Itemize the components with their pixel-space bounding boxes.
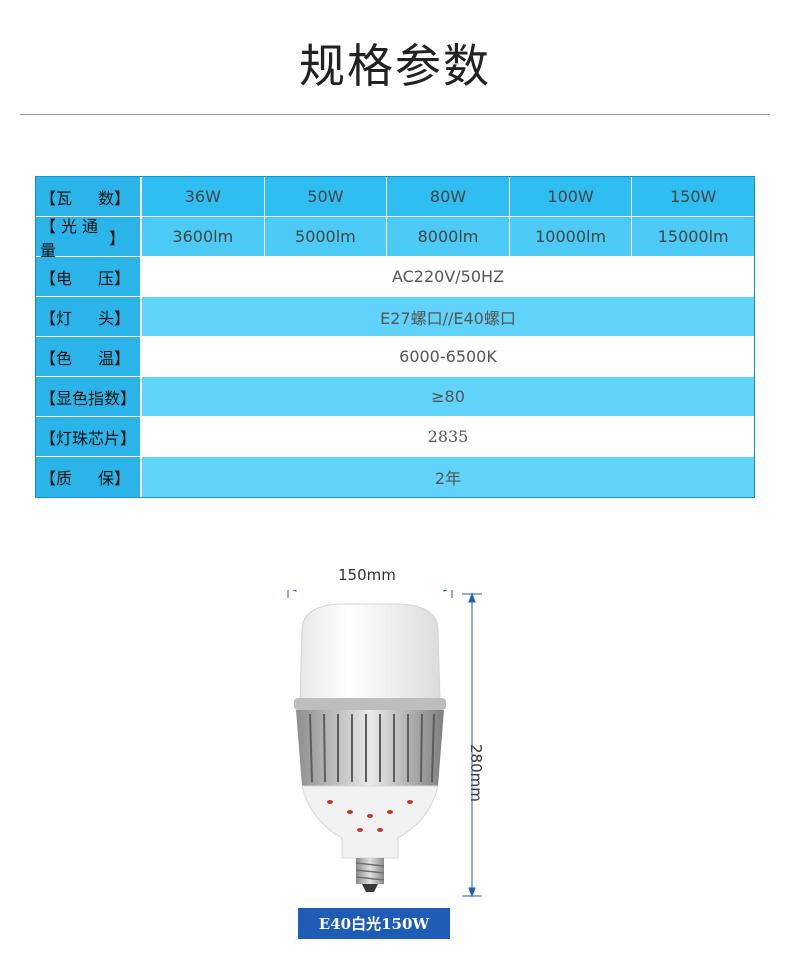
- spec-row-chip: 【灯珠芯片】 2835: [36, 417, 754, 457]
- spec-label-warranty: 【质保】: [36, 457, 142, 497]
- spec-value-cri: ≥80: [431, 387, 465, 406]
- spec-value-chip: 2835: [427, 427, 469, 446]
- spec-row-color-temp: 【色温】 6000-6500K: [36, 337, 754, 377]
- spec-cell: 15000lm: [657, 227, 729, 246]
- dimension-width-line: [287, 590, 453, 598]
- dimension-width-label: 150mm: [338, 566, 396, 584]
- bulb-illustration: [287, 590, 482, 898]
- page-title: 规格参数: [299, 39, 491, 93]
- spec-label-cri: 【显色指数】: [36, 377, 142, 416]
- spec-label-chip: 【灯珠芯片】: [36, 417, 142, 456]
- spec-cell: 50W: [265, 177, 388, 216]
- spec-table: 【瓦数】 36W 50W 80W 100W 150W 【光通量】 3600lm …: [35, 176, 755, 498]
- spec-value-voltage: AC220V/50HZ: [391, 267, 505, 286]
- spec-row-cri: 【显色指数】 ≥80: [36, 377, 754, 417]
- spec-label-lumen: 【光通量】: [36, 217, 142, 260]
- spec-cell: 80W: [387, 177, 510, 216]
- spec-row-voltage: 【电压】 AC220V/50HZ: [36, 257, 754, 297]
- spec-cell: 36W: [142, 177, 265, 216]
- spec-cell: 3600lm: [142, 217, 265, 256]
- spec-row-base: 【灯头】 E27螺口//E40螺口: [36, 297, 754, 337]
- spec-label-base: 【灯头】: [36, 297, 142, 336]
- product-caption: E40白光150W: [298, 908, 450, 939]
- spec-cell: 150W: [669, 187, 717, 206]
- spec-cell: 5000lm: [265, 217, 388, 256]
- spec-cell: 10000lm: [510, 217, 633, 256]
- spec-cell: 8000lm: [387, 217, 510, 256]
- spec-row-lumen: 【光通量】 3600lm 5000lm 8000lm 10000lm 15000…: [36, 217, 754, 260]
- spec-value-base: E27螺口//E40螺口: [380, 308, 516, 328]
- spec-label-color-temp: 【色温】: [36, 337, 142, 376]
- spec-label-voltage: 【电压】: [36, 257, 142, 296]
- spec-row-watt: 【瓦数】 36W 50W 80W 100W 150W: [36, 177, 754, 217]
- spec-value-color-temp: 6000-6500K: [399, 347, 497, 366]
- dimension-height-line: [462, 592, 482, 898]
- spec-value-warranty: 2年: [434, 469, 462, 488]
- title-divider: [20, 114, 770, 115]
- spec-row-warranty: 【质保】 2年: [36, 457, 754, 497]
- spec-label-watt: 【瓦数】: [36, 177, 142, 216]
- spec-cell: 100W: [510, 177, 633, 216]
